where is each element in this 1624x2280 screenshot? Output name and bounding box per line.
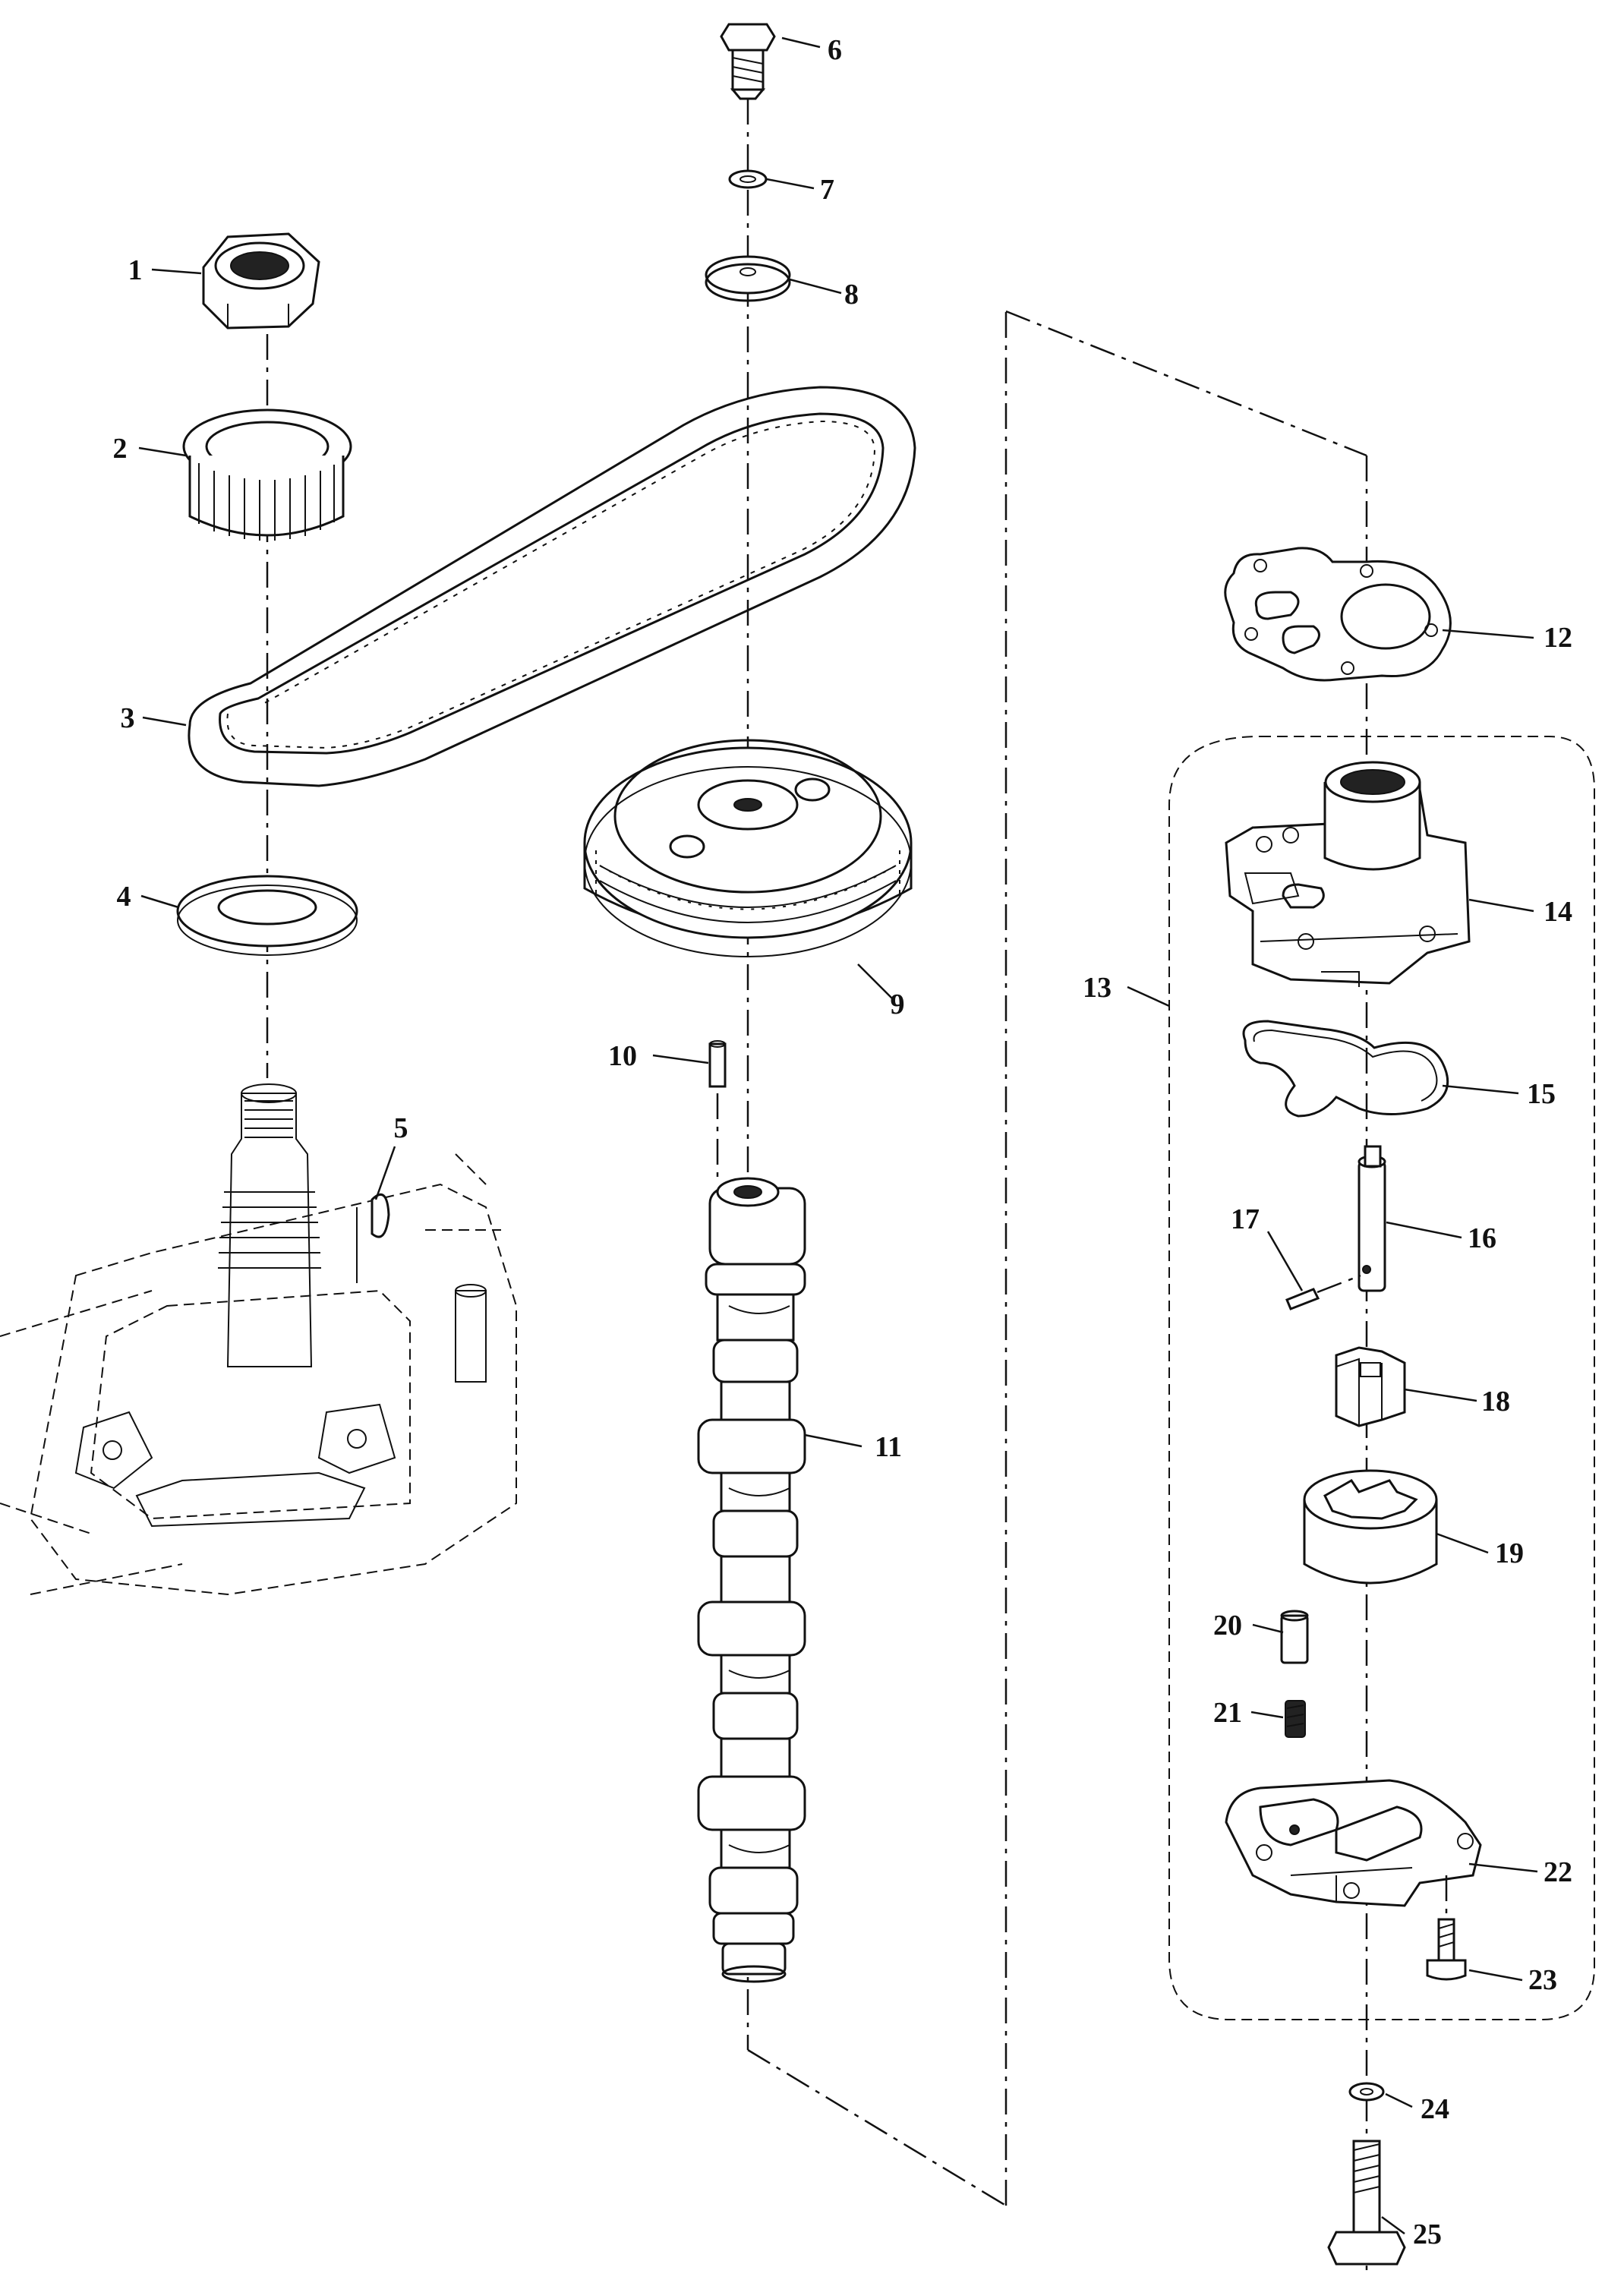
callout-11: 11 bbox=[875, 1431, 902, 1463]
oil-pump-assembly-boundary bbox=[1168, 736, 1595, 2020]
spring-21 bbox=[1285, 1700, 1306, 1738]
center-lines bbox=[266, 99, 1368, 2278]
cam-pulley-9 bbox=[583, 739, 913, 957]
pump-cover-22 bbox=[1225, 1779, 1482, 1907]
callout-6: 6 bbox=[828, 34, 842, 66]
callout-7: 7 bbox=[820, 174, 834, 206]
bolt-25 bbox=[1327, 2140, 1406, 2266]
crankshaft-block bbox=[0, 1083, 517, 1596]
callout-4: 4 bbox=[117, 881, 131, 913]
pump-body-14 bbox=[1225, 761, 1471, 987]
washer-24 bbox=[1348, 2082, 1385, 2102]
timing-belt-3 bbox=[188, 386, 916, 787]
callout-22: 22 bbox=[1544, 1856, 1572, 1888]
callout-3: 3 bbox=[121, 702, 135, 734]
callout-14: 14 bbox=[1544, 896, 1572, 928]
callout-25: 25 bbox=[1413, 2219, 1442, 2250]
callout-24: 24 bbox=[1421, 2093, 1449, 2125]
callout-8: 8 bbox=[844, 279, 859, 311]
callout-9: 9 bbox=[891, 989, 905, 1020]
bolt-6 bbox=[720, 23, 776, 100]
callout-17: 17 bbox=[1231, 1203, 1260, 1235]
washer-4 bbox=[176, 875, 358, 956]
callout-10: 10 bbox=[608, 1040, 637, 1072]
outer-rotor-19 bbox=[1303, 1469, 1438, 1585]
callout-labels: 1 2 3 4 5 6 7 8 9 10 11 12 13 14 15 16 1… bbox=[113, 34, 1573, 2250]
pin-10 bbox=[708, 1040, 727, 1184]
camshaft-11 bbox=[697, 1177, 806, 1983]
oring-15 bbox=[1242, 1020, 1449, 1118]
washer-7 bbox=[728, 169, 768, 189]
inner-rotor-18 bbox=[1335, 1346, 1406, 1427]
callout-13: 13 bbox=[1083, 972, 1112, 1004]
leader-lines bbox=[138, 36, 1538, 2235]
gasket-12 bbox=[1224, 547, 1452, 682]
callout-21: 21 bbox=[1213, 1697, 1242, 1729]
callout-18: 18 bbox=[1481, 1386, 1510, 1418]
callout-23: 23 bbox=[1528, 1964, 1557, 1996]
callout-19: 19 bbox=[1495, 1537, 1524, 1569]
callout-2: 2 bbox=[113, 433, 128, 465]
nut-1 bbox=[202, 232, 320, 330]
screw-23 bbox=[1426, 1875, 1467, 1981]
callout-12: 12 bbox=[1544, 622, 1572, 654]
callout-20: 20 bbox=[1213, 1610, 1242, 1641]
callout-1: 1 bbox=[128, 254, 143, 286]
washer-8 bbox=[705, 255, 791, 302]
shaft-16 bbox=[1358, 1145, 1386, 1292]
callout-5: 5 bbox=[394, 1112, 408, 1144]
plunger-20 bbox=[1280, 1610, 1309, 1664]
callout-15: 15 bbox=[1527, 1078, 1556, 1110]
pin-17 bbox=[1285, 1274, 1361, 1310]
callout-16: 16 bbox=[1468, 1222, 1496, 1254]
sprocket-2 bbox=[182, 408, 352, 541]
